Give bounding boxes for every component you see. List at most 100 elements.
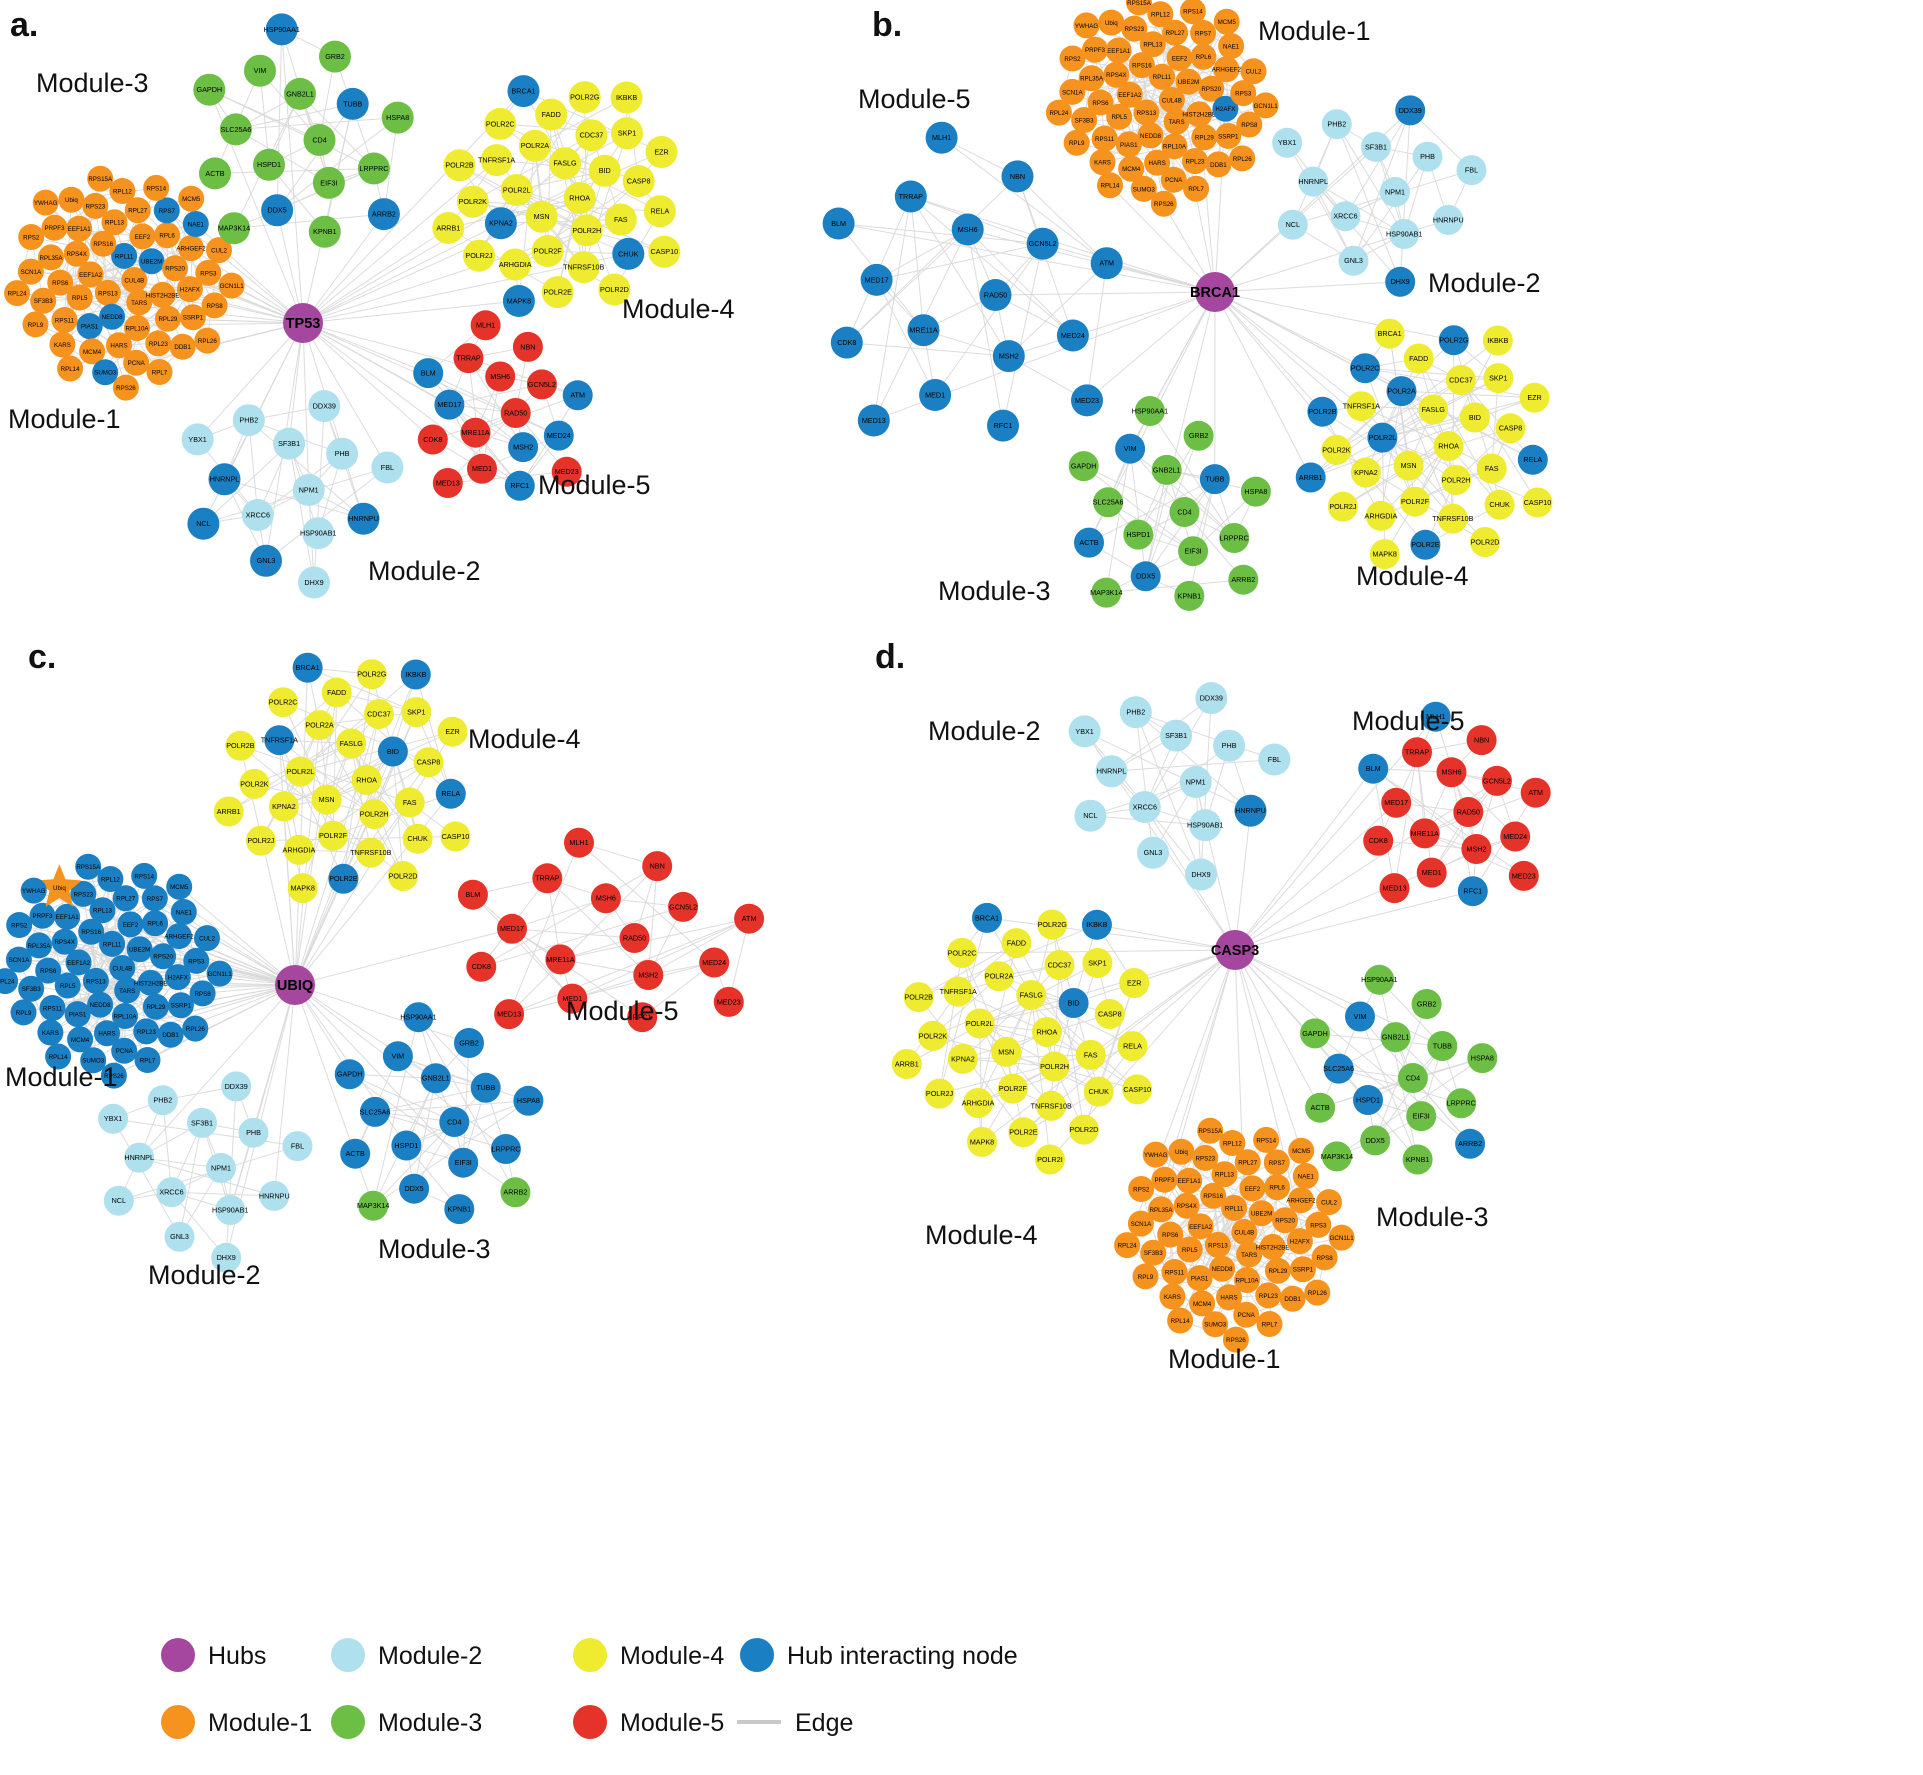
node-POLR2G[interactable]: POLR2G <box>1037 909 1068 940</box>
node-RPL7[interactable]: RPL7 <box>1183 175 1210 202</box>
node-DDB1[interactable]: DDB1 <box>157 1021 184 1048</box>
node-DHX9[interactable]: DHX9 <box>1385 266 1416 297</box>
node-GCN5L2[interactable]: GCN5L2 <box>1481 765 1512 796</box>
node-RPS7[interactable]: RPS7 <box>141 885 168 912</box>
node-SF3B1[interactable]: SF3B1 <box>1160 719 1193 752</box>
node-RPS20[interactable]: RPS20 <box>162 255 189 282</box>
node-POLR2K[interactable]: POLR2K <box>1321 434 1352 465</box>
node-MAP3K14[interactable]: MAP3K14 <box>218 212 250 245</box>
node-DDX39[interactable]: DDX39 <box>1395 95 1426 126</box>
node-POLR2F[interactable]: POLR2F <box>997 1073 1028 1104</box>
node-NEDD8[interactable]: NEDD8 <box>1209 1255 1236 1282</box>
node-MLH1[interactable]: MLH1 <box>925 121 958 154</box>
node-PIAS1[interactable]: PIAS1 <box>64 1001 91 1028</box>
node-NCL[interactable]: NCL <box>103 1185 134 1216</box>
node-CDC37[interactable]: CDC37 <box>363 699 394 729</box>
node-POLR2D[interactable]: POLR2D <box>388 861 418 891</box>
node-KPNB1[interactable]: KPNB1 <box>308 215 341 248</box>
node-RPL29[interactable]: RPL29 <box>154 305 181 332</box>
node-RPL26[interactable]: RPL26 <box>1304 1279 1331 1306</box>
node-POLR2A[interactable]: POLR2A <box>304 710 335 741</box>
node-MED13[interactable]: MED13 <box>857 404 890 437</box>
node-MAPK8[interactable]: MAPK8 <box>287 873 318 904</box>
node-GNL3[interactable]: GNL3 <box>1338 245 1369 276</box>
node-MRE11A[interactable]: MRE11A <box>460 417 491 448</box>
node-HSP90AA1[interactable]: HSP90AA1 <box>1132 396 1168 426</box>
node-RPL14[interactable]: RPL14 <box>57 355 84 382</box>
node-MRE11A[interactable]: MRE11A <box>545 944 576 975</box>
node-RPS11[interactable]: RPS11 <box>39 995 66 1021</box>
node-RPL29[interactable]: RPL29 <box>1264 1257 1291 1284</box>
node-GRB2[interactable]: GRB2 <box>454 1028 484 1058</box>
node-LRPPRC[interactable]: LRPPRC <box>490 1134 521 1164</box>
node-EIF3I[interactable]: EIF3I <box>312 166 345 199</box>
node-PHB2[interactable]: PHB2 <box>1321 109 1352 140</box>
node-EZR[interactable]: EZR <box>437 716 468 747</box>
node-POLR2J[interactable]: POLR2J <box>924 1078 955 1109</box>
node-POLR2B[interactable]: POLR2B <box>903 982 934 1013</box>
node-GNB2L1[interactable]: GNB2L1 <box>1151 454 1182 485</box>
node-POLR2J[interactable]: POLR2J <box>245 825 276 856</box>
node-HSP90AA1[interactable]: HSP90AA1 <box>264 13 300 46</box>
node-RPL23[interactable]: RPL23 <box>1182 148 1208 175</box>
node-Ubiq[interactable]: Ubiq <box>1168 1138 1195 1165</box>
node-RPS8[interactable]: RPS8 <box>201 292 228 319</box>
node-RPS11[interactable]: RPS11 <box>51 307 78 333</box>
node-YWHAG[interactable]: YWHAG <box>20 877 47 904</box>
node-IKBKB[interactable]: IKBKB <box>610 81 643 114</box>
node-CD4[interactable]: CD4 <box>1397 1063 1428 1093</box>
node-EIF3I[interactable]: EIF3I <box>1178 536 1209 567</box>
node-IKBKB[interactable]: IKBKB <box>400 659 431 690</box>
node-BID[interactable]: BID <box>1058 988 1089 1018</box>
node-BID[interactable]: BID <box>588 154 621 187</box>
node-ARRB1[interactable]: ARRB1 <box>891 1049 922 1079</box>
node-RPL14[interactable]: RPL14 <box>1097 172 1123 199</box>
node-SLC25A6[interactable]: SLC25A6 <box>219 113 252 146</box>
node-MSN[interactable]: MSN <box>991 1036 1022 1067</box>
node-MED23[interactable]: MED23 <box>1508 860 1539 891</box>
node-GCN5L2[interactable]: GCN5L2 <box>668 891 699 922</box>
node-DDX5[interactable]: DDX5 <box>1360 1125 1391 1156</box>
node-TRRAP[interactable]: TRRAP <box>453 343 484 374</box>
node-GCN1L1[interactable]: GCN1L1 <box>1328 1224 1355 1251</box>
node-RHOA[interactable]: RHOA <box>1433 431 1464 461</box>
node-MSH6[interactable]: MSH6 <box>951 213 984 246</box>
node-SLC25A6[interactable]: SLC25A6 <box>360 1096 391 1127</box>
node-RPL7[interactable]: RPL7 <box>146 359 173 385</box>
node-RELA[interactable]: RELA <box>1117 1031 1148 1062</box>
node-CHUK[interactable]: CHUK <box>612 237 645 270</box>
node-MED13[interactable]: MED13 <box>432 468 463 498</box>
node-RPL23[interactable]: RPL23 <box>133 1018 160 1045</box>
node-POLR2H[interactable]: POLR2H <box>359 799 390 829</box>
hub-node-BRCA1[interactable]: BRCA1 <box>1190 272 1240 312</box>
node-MAPK8[interactable]: MAPK8 <box>967 1126 997 1157</box>
node-SKP1[interactable]: SKP1 <box>1082 948 1113 978</box>
node-TARS[interactable]: TARS <box>114 977 141 1004</box>
node-UBE2M[interactable]: UBE2M <box>1175 68 1202 95</box>
node-DDB1[interactable]: DDB1 <box>1205 151 1232 178</box>
node-RPL12[interactable]: RPL12 <box>1219 1130 1246 1156</box>
node-HSPD1[interactable]: HSPD1 <box>391 1130 422 1161</box>
node-PRPF3[interactable]: PRPF3 <box>41 214 68 241</box>
node-KPNA2[interactable]: KPNA2 <box>947 1043 978 1074</box>
node-RPL9[interactable]: RPL9 <box>10 999 37 1026</box>
node-MSH6[interactable]: MSH6 <box>485 361 516 392</box>
node-FADD[interactable]: FADD <box>1403 343 1434 374</box>
node-KPNA2[interactable]: KPNA2 <box>268 791 299 822</box>
node-ATM[interactable]: ATM <box>1520 777 1551 808</box>
node-DDB1[interactable]: DDB1 <box>1279 1285 1306 1312</box>
node-TUBB[interactable]: TUBB <box>470 1072 501 1103</box>
hub-node-CASP3[interactable]: CASP3 <box>1211 930 1259 970</box>
node-IKBKB[interactable]: IKBKB <box>1482 325 1513 356</box>
node-CDK8[interactable]: CDK8 <box>417 424 448 455</box>
node-RPS4X[interactable]: RPS4X <box>1103 61 1130 88</box>
node-GCN5L2[interactable]: GCN5L2 <box>1026 227 1059 260</box>
node-PHB[interactable]: PHB <box>238 1117 269 1148</box>
node-YBX1[interactable]: YBX1 <box>1272 127 1303 158</box>
node-MED17[interactable]: MED17 <box>860 263 893 296</box>
node-CDK8[interactable]: CDK8 <box>1363 825 1394 856</box>
node-TUBB[interactable]: TUBB <box>1199 464 1230 495</box>
node-POLR2B[interactable]: POLR2B <box>225 730 256 761</box>
node-RPL12[interactable]: RPL12 <box>97 866 124 892</box>
node-SKP1[interactable]: SKP1 <box>1483 363 1514 394</box>
